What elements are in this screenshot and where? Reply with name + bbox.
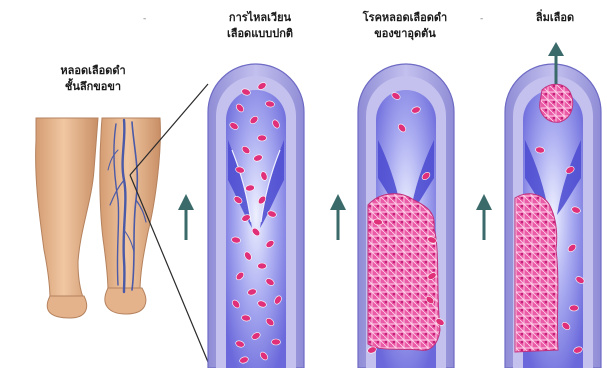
up-arrow-icon <box>330 194 346 240</box>
red-blood-cell <box>272 339 281 345</box>
red-blood-cell <box>258 263 267 269</box>
label-line: ชั้นลึกขอขา <box>38 79 148 95</box>
vessel-embolus <box>505 42 601 368</box>
label-line: ของขาอุดตัน <box>350 26 460 42</box>
label-line: โรคหลอดเลือดดำ <box>350 10 460 26</box>
embolus-clot <box>540 84 573 122</box>
red-blood-cell <box>258 135 267 141</box>
up-arrow-icon <box>476 194 492 240</box>
right-leg <box>100 118 161 292</box>
left-foot <box>47 296 86 318</box>
tick-mark: - <box>143 14 146 24</box>
label-line: การไหลเวียน <box>205 10 315 26</box>
up-arrow-icon <box>178 194 194 240</box>
label-dvt: โรคหลอดเลือดดำ ของขาอุดตัน <box>350 10 460 42</box>
thrombus <box>368 194 440 351</box>
vessel-dvt <box>358 64 454 368</box>
red-blood-cell <box>570 305 579 311</box>
vessel-normal <box>208 64 304 368</box>
label-embolus: ลิ่มเลือด <box>520 10 590 26</box>
left-leg <box>36 118 98 300</box>
label-deep-vein: หลอดเลือดดำ ชั้นลึกขอขา <box>38 63 148 95</box>
label-line: ลิ่มเลือด <box>520 10 590 26</box>
label-line: หลอดเลือดดำ <box>38 63 148 79</box>
label-normal-flow: การไหลเวียน เลือดแบบปกติ <box>205 10 315 42</box>
right-foot <box>105 288 146 314</box>
label-line: เลือดแบบปกติ <box>205 26 315 42</box>
tick-mark: - <box>480 14 483 24</box>
thrombus <box>515 194 558 352</box>
legs-illustration <box>36 84 208 362</box>
